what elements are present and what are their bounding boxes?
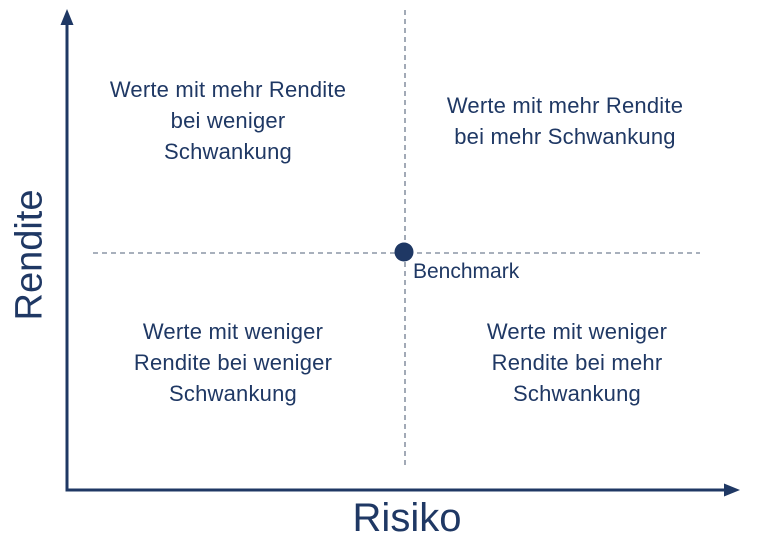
y-axis-title: Rendite [8, 189, 51, 321]
quadrant-label-top-right: Werte mit mehr Rendite bei mehr Schwanku… [446, 93, 684, 149]
quadrant-label-bottom-right: Werte mit weniger Rendite bei mehr Schwa… [486, 319, 668, 406]
benchmark-dot [394, 242, 414, 262]
quadrant-label-bottom-left: Werte mit weniger Rendite bei weniger Sc… [133, 319, 333, 406]
x-axis-title: Risiko [352, 496, 462, 540]
y-axis-arrowhead-icon [60, 9, 74, 25]
quadrant-label-top-left: Werte mit mehr Rendite bei weniger Schwa… [109, 77, 347, 164]
benchmark-label: Benchmark [413, 260, 520, 283]
x-axis-arrowhead-icon [724, 483, 740, 497]
